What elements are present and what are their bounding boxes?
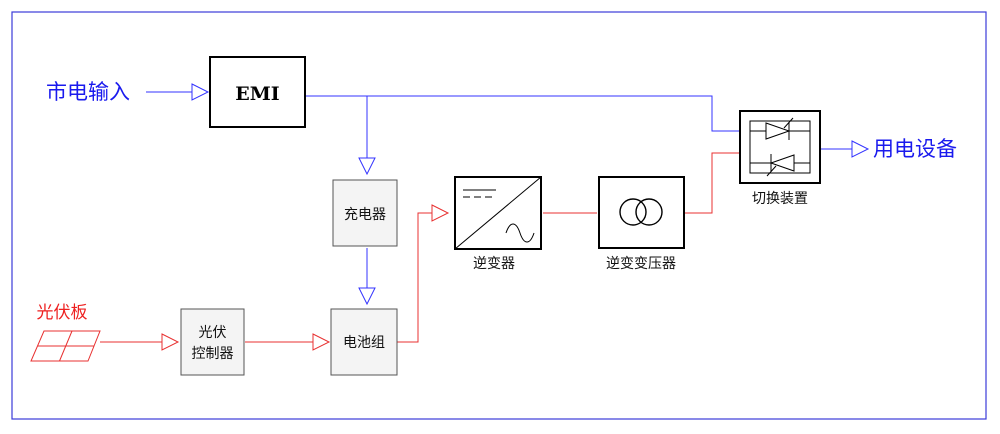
transformer: 逆变变压器	[598, 176, 685, 272]
switch-device: 切换装置	[739, 110, 821, 207]
thyristor-icon	[750, 117, 810, 177]
pv-controller-label-line2: 控制器	[192, 346, 234, 362]
battery-pack: 电池组	[330, 308, 398, 376]
solar-panel-icon	[30, 330, 101, 362]
charger-box	[332, 179, 398, 247]
battery-label: 电池组	[343, 335, 385, 351]
emi-box	[209, 56, 306, 128]
outer-frame	[11, 11, 987, 420]
switch-label: 切换装置	[752, 190, 808, 207]
pv-panel-label: 光伏板	[37, 303, 88, 323]
emi-to-charger-arrow	[358, 157, 376, 176]
transformer-to-switch-line	[685, 152, 740, 214]
dc-lines	[100, 152, 740, 351]
transformer-icon	[619, 198, 663, 226]
switch-to-load-arrow	[851, 140, 870, 158]
pv-controller-box	[180, 308, 245, 376]
transformer-label: 逆变变压器	[606, 256, 676, 272]
load-label: 用电设备	[873, 137, 957, 161]
mains-to-emi-arrow	[191, 83, 210, 101]
ac-lines	[146, 83, 870, 306]
pv-controller: 光伏 控制器	[180, 308, 245, 376]
inverter-label: 逆变器	[473, 256, 515, 272]
charger: 充电器	[332, 179, 398, 247]
pv-controller-label-line1: 光伏	[199, 325, 227, 341]
emi-to-switch-line	[305, 95, 740, 132]
pv-to-controller-arrow	[161, 333, 180, 351]
battery-to-inverter-line	[397, 212, 432, 343]
battery-box	[330, 308, 398, 376]
mains-input-label: 市电输入	[46, 80, 130, 104]
emi-filter: EMI	[209, 56, 306, 128]
charger-label: 充电器	[344, 207, 386, 223]
inverter-icon	[454, 176, 542, 250]
emi-label: EMI	[235, 83, 280, 105]
controller-to-battery-arrow	[312, 333, 331, 351]
switch-box	[739, 110, 821, 184]
pv-panel: 光伏板	[30, 303, 101, 362]
transformer-box	[598, 176, 685, 249]
charger-to-battery-arrow	[358, 287, 376, 306]
inverter: 逆变器	[454, 176, 542, 272]
switch-inner-frame	[749, 120, 811, 174]
battery-to-inverter-arrow	[431, 204, 450, 222]
